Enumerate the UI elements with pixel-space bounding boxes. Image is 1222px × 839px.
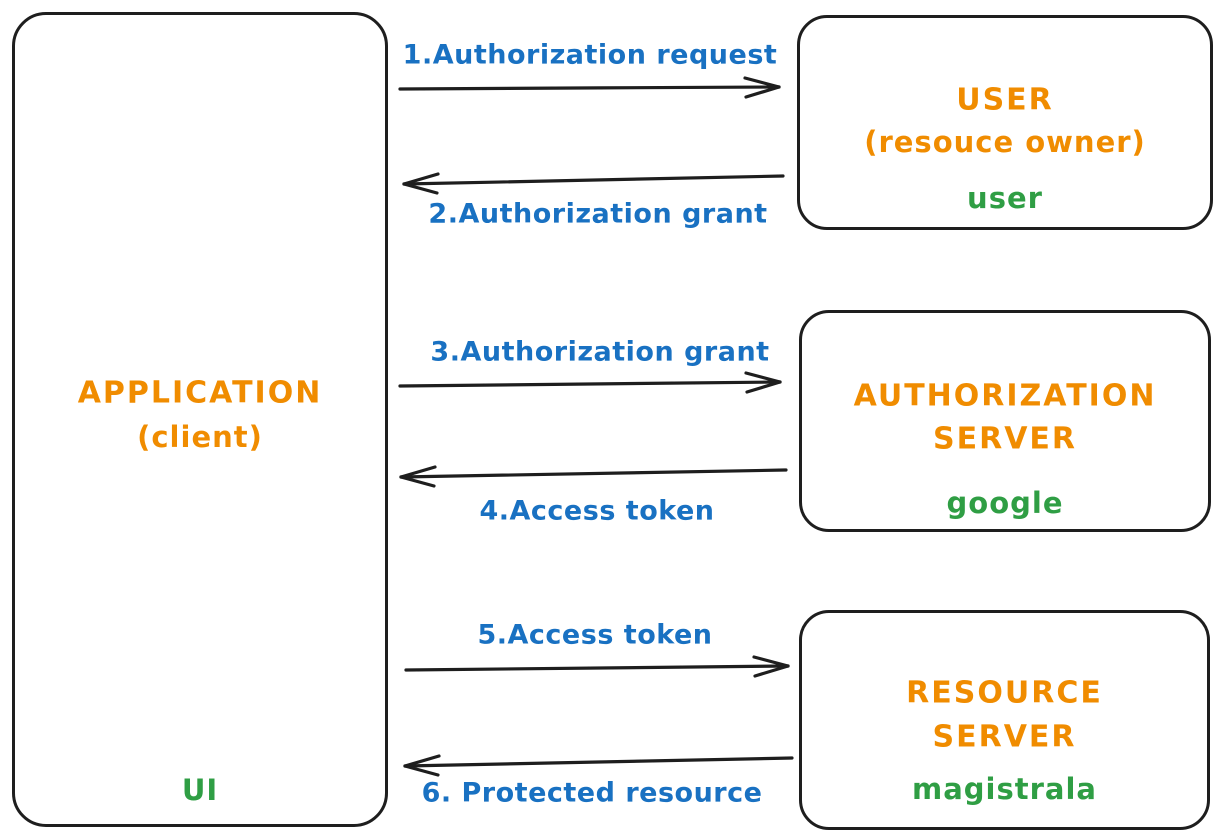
resource-server-name-line1: RESOURCE [906, 675, 1103, 711]
arrow-3-authorization-grant [398, 371, 782, 394]
resource-server-instance: magistrala [912, 772, 1097, 806]
authorization-server-instance: google [946, 486, 1064, 520]
application-name: APPLICATION [77, 375, 323, 411]
message-label-4: 4.Access token [479, 495, 715, 527]
resource-server-name-line2: SERVER [932, 719, 1077, 755]
authorization-server-name-line2: SERVER [932, 421, 1078, 457]
message-label-5: 5.Access token [477, 619, 713, 651]
application-instance: UI [181, 773, 219, 807]
user-qualifier: (resouce owner) [864, 125, 1146, 159]
arrow-2-authorization-grant [402, 172, 785, 195]
arrow-4-access-token [399, 465, 788, 488]
message-label-2: 2.Authorization grant [428, 198, 768, 230]
authorization-server-box: AUTHORIZATION SERVER google [799, 310, 1211, 532]
arrow-6-protected-resource [403, 754, 794, 777]
message-label-3: 3.Authorization grant [430, 336, 770, 368]
user-instance: user [967, 181, 1043, 215]
user-name: USER [956, 82, 1054, 118]
resource-server-box: RESOURCE SERVER magistrala [799, 610, 1210, 830]
application-box: APPLICATION (client) UI [12, 12, 388, 827]
message-label-6: 6. Protected resource [421, 777, 763, 809]
arrow-5-access-token [404, 655, 790, 678]
arrow-1-authorization-request [398, 76, 781, 99]
message-label-1: 1.Authorization request [402, 39, 778, 71]
application-qualifier: (client) [137, 420, 263, 454]
user-box: USER (resouce owner) user [797, 15, 1213, 230]
authorization-server-name-line1: AUTHORIZATION [853, 378, 1157, 414]
